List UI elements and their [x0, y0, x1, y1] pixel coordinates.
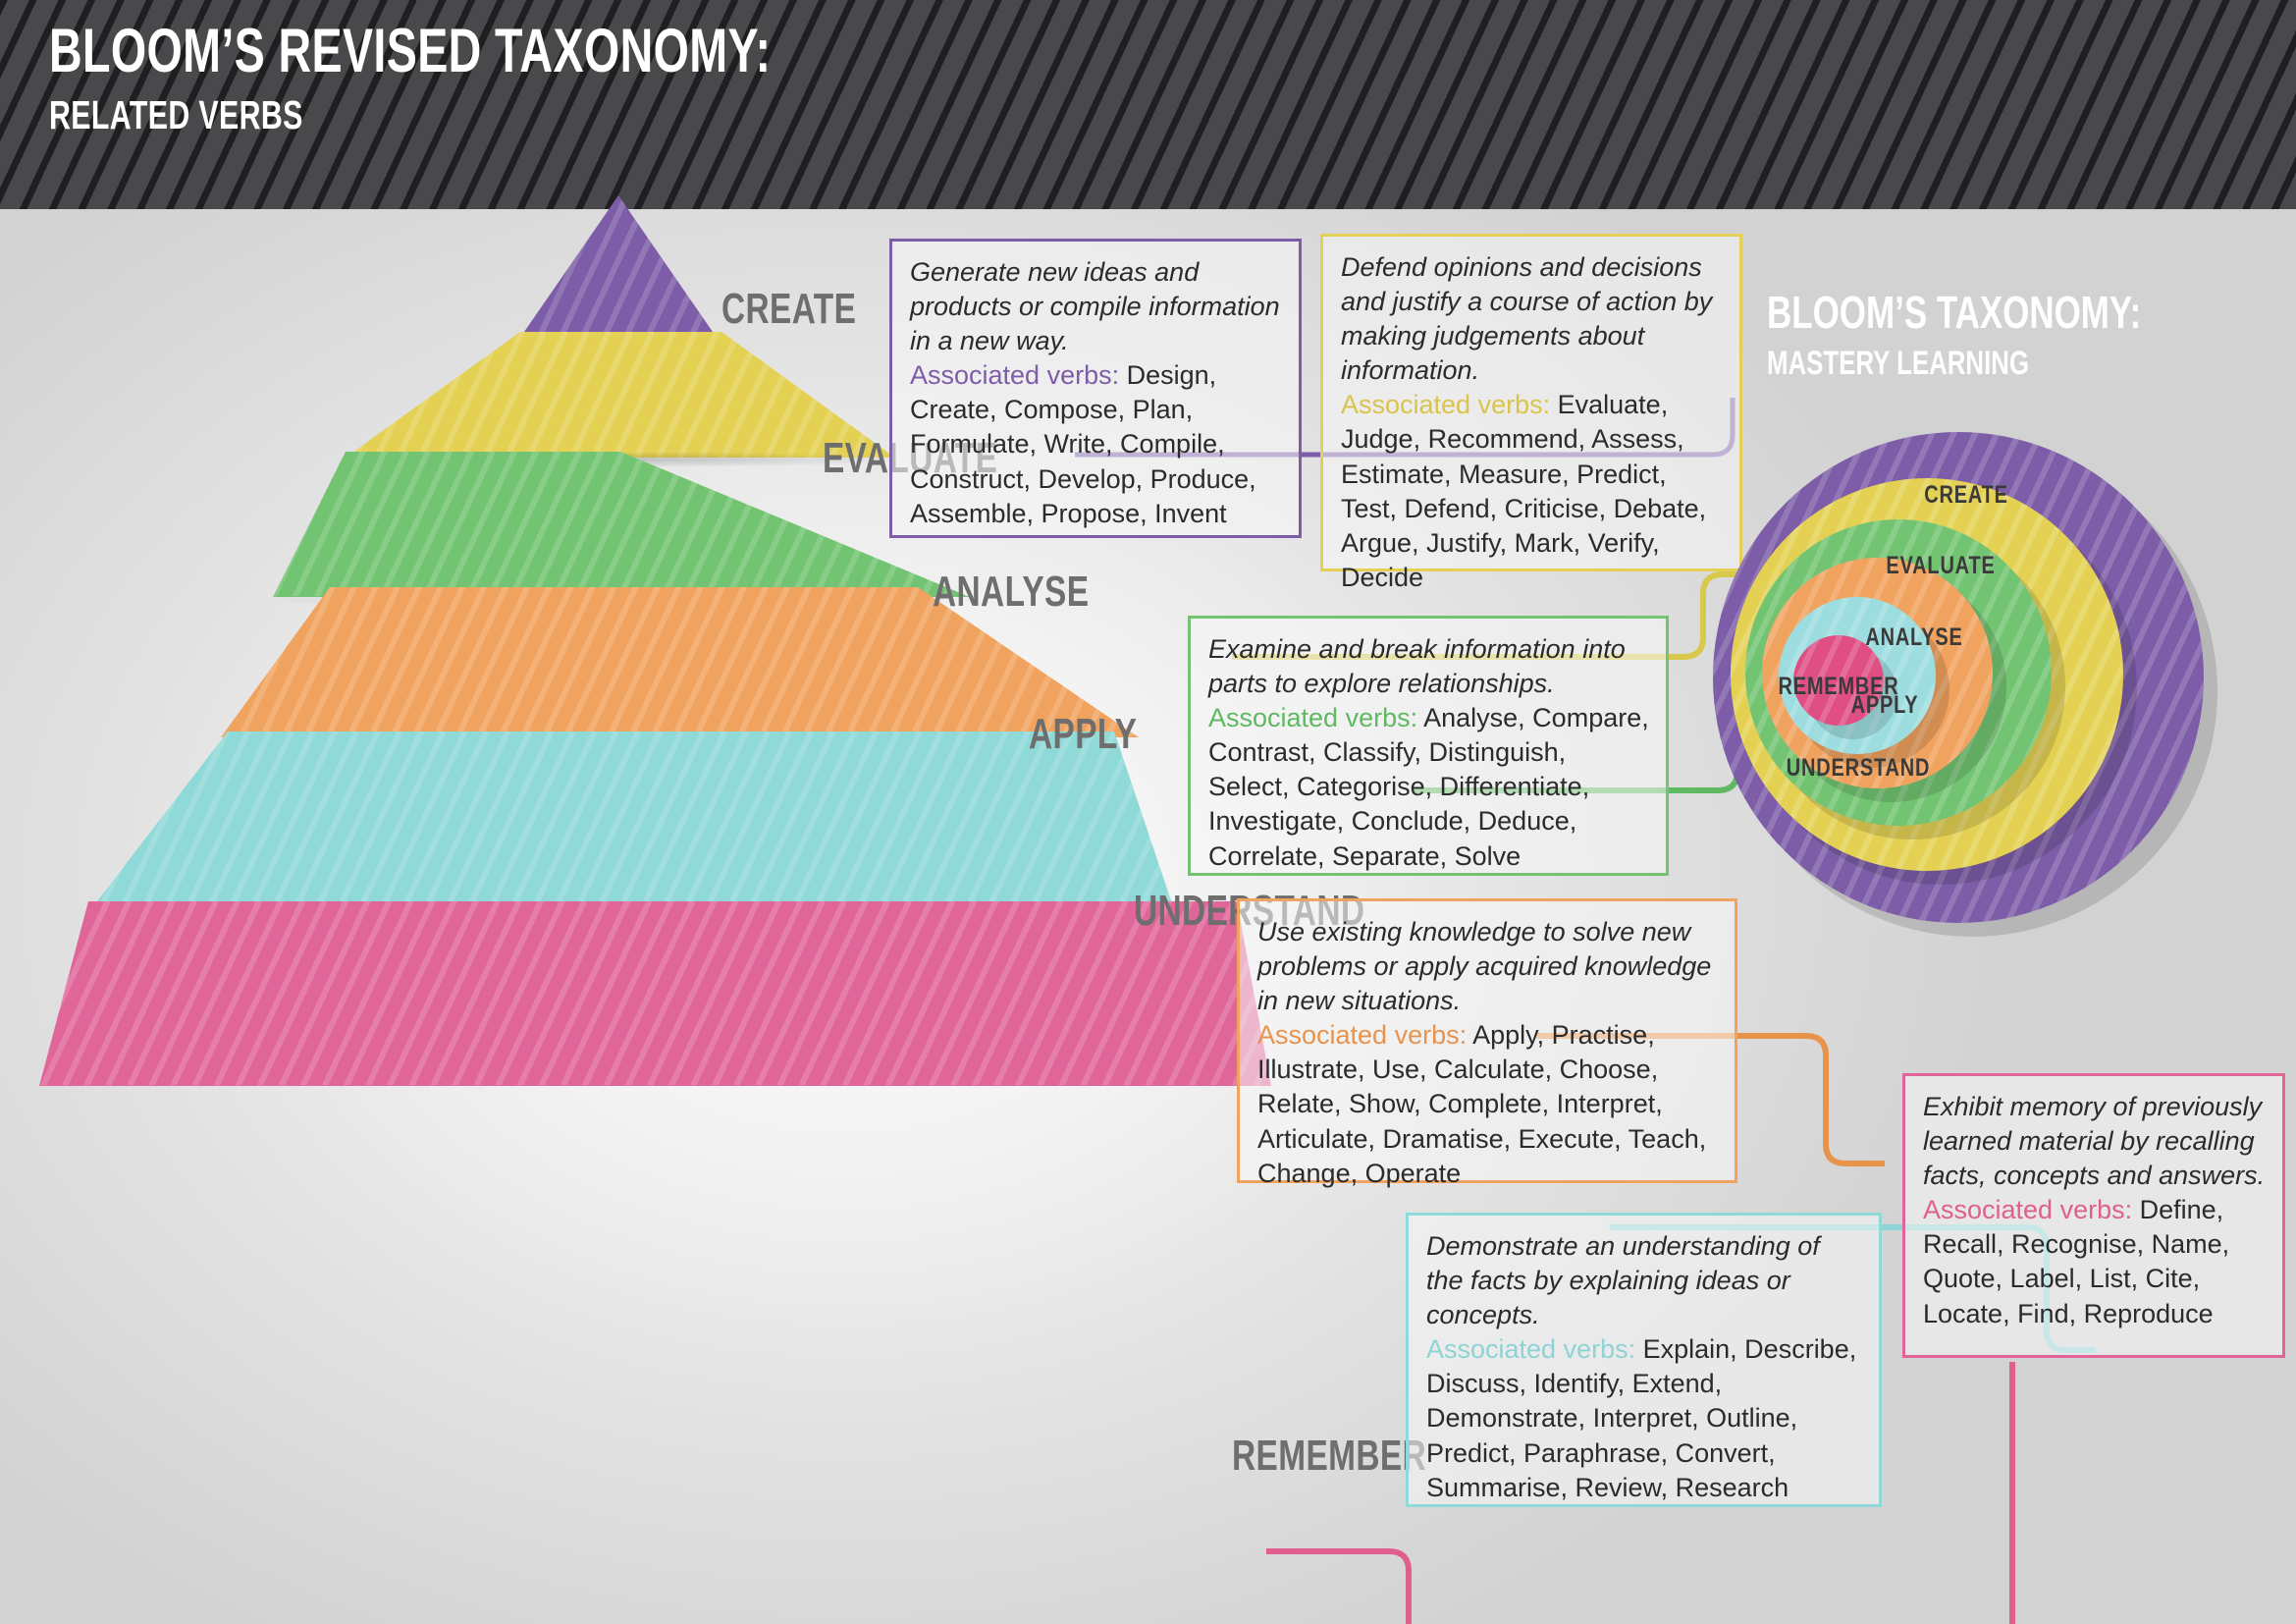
verbs-list-remember: Define, Recall, Recognise, Name, Quote, …: [1923, 1195, 2230, 1328]
ring-label-apply: APPLY: [1850, 691, 1919, 719]
circle-title-line1: BLOOM’S TAXONOMY:: [1767, 287, 2142, 338]
verbs-list-create: Design, Create, Compose, Plan, Formulate…: [910, 360, 1256, 528]
verbs-list-apply: Apply, Practise, Illustrate, Use, Calcul…: [1257, 1020, 1707, 1188]
page-subtitle: RELATED VERBS: [49, 92, 303, 138]
mastery-circles: CREATE EVALUATE ANALYSE APPLY UNDERSTAND…: [1713, 432, 2263, 982]
verbs-label-remember: Associated verbs:: [1923, 1195, 2133, 1225]
verbs-label-understand: Associated verbs:: [1426, 1334, 1636, 1365]
description-create: Generate new ideas and products or compi…: [910, 257, 1280, 356]
verbs-list-analyse: Analyse, Compare, Contrast, Classify, Di…: [1208, 703, 1649, 871]
verbs-list-understand: Explain, Describe, Discuss, Identify, Ex…: [1426, 1334, 1857, 1502]
info-box-analyse: Examine and break information into parts…: [1188, 616, 1669, 876]
ring-label-remember: REMEMBER: [1778, 673, 1899, 700]
verbs-label-create: Associated verbs:: [910, 360, 1120, 391]
description-remember: Exhibit memory of previously learned mat…: [1923, 1092, 2266, 1191]
description-understand: Demonstrate an understanding of the fact…: [1426, 1231, 1820, 1330]
description-analyse: Examine and break information into parts…: [1208, 634, 1626, 699]
ring-label-analyse: ANALYSE: [1865, 623, 1963, 651]
page-title: BLOOM’S REVISED TAXONOMY:: [49, 17, 772, 85]
ring-label-evaluate: EVALUATE: [1886, 552, 1996, 579]
info-box-apply: Use existing knowledge to solve new prob…: [1237, 898, 1737, 1188]
verbs-label-apply: Associated verbs:: [1257, 1020, 1468, 1051]
verbs-apply: Associated verbs: Apply, Practise, Illus…: [1257, 1018, 1719, 1190]
verbs-evaluate: Associated verbs: Evaluate, Judge, Recom…: [1341, 388, 1724, 595]
verbs-label-analyse: Associated verbs:: [1208, 703, 1418, 733]
verbs-create: Associated verbs: Design, Create, Compos…: [910, 358, 1283, 530]
circle-title-line2: MASTERY LEARNING: [1767, 345, 2030, 382]
info-box-understand: Demonstrate an understanding of the fact…: [1406, 1213, 1882, 1507]
verbs-label-evaluate: Associated verbs:: [1341, 390, 1551, 420]
info-box-remember: Exhibit memory of previously learned mat…: [1902, 1073, 2285, 1358]
ring-label-create: CREATE: [1924, 481, 2008, 509]
verbs-understand: Associated verbs: Explain, Describe, Dis…: [1426, 1332, 1863, 1504]
tier-label-remember: REMEMBER: [1232, 1432, 1427, 1480]
info-box-create: Generate new ideas and products or compi…: [889, 239, 1302, 538]
circle-diagram-title: BLOOM’S TAXONOMY: MASTERY LEARNING: [1767, 290, 2260, 380]
pyramid-tier-understand[interactable]: [85, 731, 1181, 918]
description-apply: Use existing knowledge to solve new prob…: [1257, 917, 1712, 1016]
info-box-evaluate: Defend opinions and decisions and justif…: [1320, 234, 1742, 592]
verbs-analyse: Associated verbs: Analyse, Compare, Cont…: [1208, 701, 1650, 873]
header-banner: BLOOM’S REVISED TAXONOMY: RELATED VERBS: [0, 0, 2296, 209]
pyramid-tier-remember[interactable]: [39, 901, 1271, 1093]
ring-remember[interactable]: [1793, 635, 1884, 726]
verbs-remember: Associated verbs: Define, Recall, Recogn…: [1923, 1193, 2267, 1330]
tier-label-apply: APPLY: [1029, 710, 1138, 758]
stripe-overlay: [1793, 635, 1884, 726]
verbs-list-evaluate: Evaluate, Judge, Recommend, Assess, Esti…: [1341, 390, 1707, 592]
pyramid-tier-evaluate[interactable]: [338, 332, 903, 467]
description-evaluate: Defend opinions and decisions and justif…: [1341, 252, 1713, 386]
tier-label-analyse: ANALYSE: [933, 568, 1090, 616]
ring-label-understand: UNDERSTAND: [1786, 754, 1931, 782]
pyramid-tier-create[interactable]: [507, 195, 729, 354]
tier-label-create: CREATE: [721, 285, 857, 333]
